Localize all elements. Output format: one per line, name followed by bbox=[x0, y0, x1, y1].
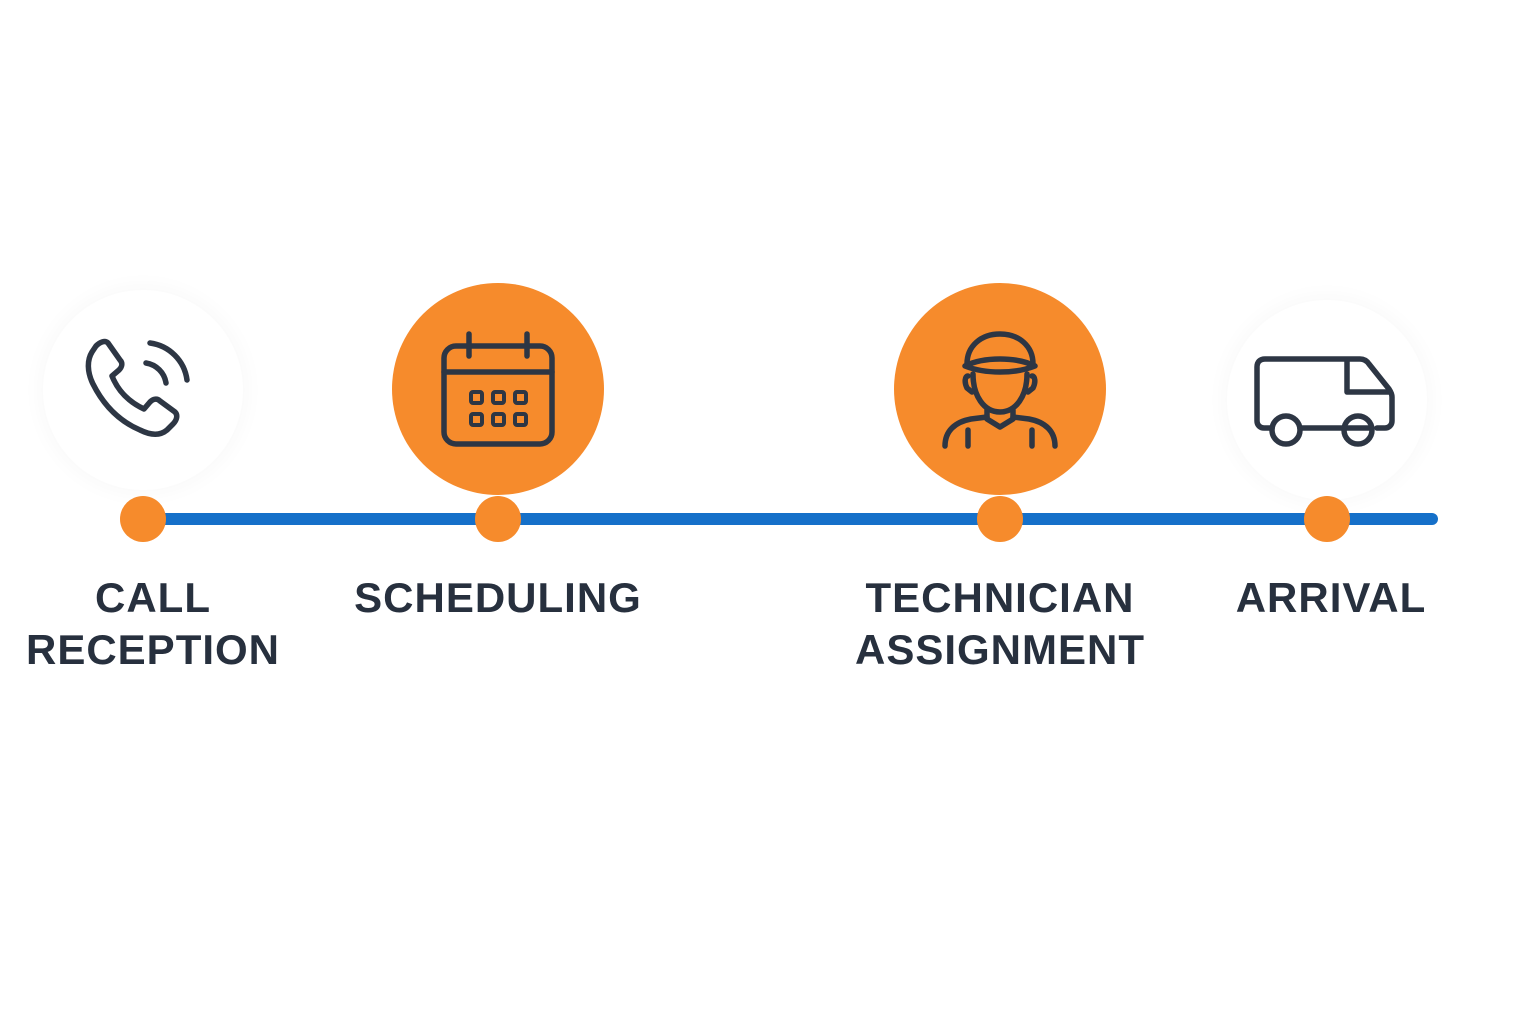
step-icon-badge bbox=[43, 290, 243, 490]
step-icon-badge bbox=[392, 283, 604, 495]
technician-icon bbox=[942, 331, 1058, 449]
calendar-icon bbox=[441, 331, 555, 447]
step-label: CALL RECEPTION bbox=[25, 574, 281, 673]
step-marker-dot bbox=[120, 496, 166, 542]
step-label: SCHEDULING bbox=[354, 574, 642, 621]
step-marker-dot bbox=[977, 496, 1023, 542]
van-icon bbox=[1254, 356, 1395, 447]
step-icon-badge bbox=[894, 283, 1106, 495]
timeline-track bbox=[143, 513, 1438, 525]
step-label: TECHNICIAN ASSIGNMENT bbox=[854, 574, 1145, 673]
step-marker-dot bbox=[1304, 496, 1350, 542]
step-marker-dot bbox=[475, 496, 521, 542]
step-icon-badge bbox=[1227, 300, 1427, 500]
phone-icon bbox=[85, 338, 190, 437]
step-label: ARRIVAL bbox=[1235, 574, 1427, 621]
